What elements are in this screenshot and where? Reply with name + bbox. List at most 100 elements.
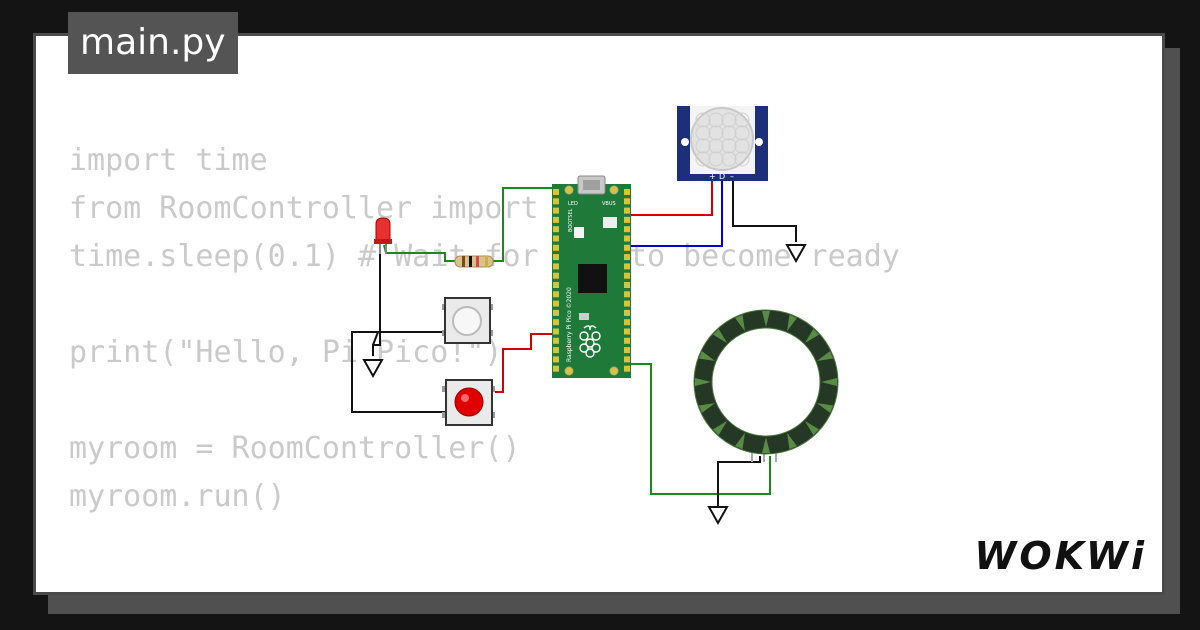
pico-pin [624,235,630,242]
code-line: myroom.run() [69,479,286,514]
pico-pin [553,254,559,261]
wokwi-logo: WOKWi [974,534,1147,578]
pir-facet [734,151,750,167]
pico-pins [553,189,630,372]
neopixel-led [713,420,728,435]
pico-pin [553,272,559,279]
pico-pin [624,347,630,354]
pico-pin [624,291,630,298]
pico-pin [624,207,630,214]
pico-board[interactable]: LED VBUS BOOTSEL Raspberry Pi Pico ©2020 [552,175,631,378]
red-led-icon[interactable] [374,217,392,254]
pico-pin [553,226,559,233]
pico-pin [553,235,559,242]
neopixel-led [804,420,819,435]
pir-facet [734,138,750,154]
pico-pin [624,365,630,372]
pico-pin [553,282,559,288]
ground-symbol-icon [362,359,384,379]
white-pushbutton-icon[interactable] [442,297,493,344]
neopixel-led [816,351,834,361]
neopixel-led [762,437,770,453]
neopixel-led [787,314,797,332]
pico-pin [624,244,630,251]
bootsel-label: BOOTSEL [568,208,574,232]
pir-facet [708,151,724,167]
ground-symbol-icon [707,506,729,526]
pico-pin [553,319,559,326]
pico-pin [624,356,630,363]
pico-pin [624,337,630,344]
pico-pin [553,300,559,307]
pir-plus-label: + [709,172,716,181]
neopixel-led [821,378,837,386]
led-pin-label: LED [568,201,578,207]
pico-pin [624,254,630,261]
pico-pin [553,263,559,270]
pico-pin [624,198,630,205]
ground-symbol-icon [785,244,807,264]
pir-facet [695,112,711,128]
pir-facet [721,125,737,141]
neopixel-pixels [695,311,837,453]
pir-minus-label: – [730,172,734,181]
pir-facet [734,112,750,128]
pico-pin [624,189,630,195]
pir-facet [695,151,711,167]
pir-facet [695,138,711,154]
pico-pin [624,309,630,316]
neopixel-led [787,432,797,450]
code-line: print("Hello, Pi Pico!") [69,335,503,370]
red-pushbutton-icon[interactable] [442,379,495,426]
pico-pin [553,207,559,214]
pir-facet [734,125,750,141]
pico-pin [624,300,630,307]
neopixel-led [735,432,745,450]
neopixel-led [713,329,728,344]
pir-facet [708,112,724,128]
pico-pin [624,319,630,326]
vbus-pin-label: VBUS [602,201,616,207]
code-line: import time [69,143,268,178]
pir-dome [695,112,750,167]
wires [351,180,797,506]
pico-pin [553,198,559,205]
neopixel-led [816,403,834,413]
neopixel-led [698,351,716,361]
neopixel-led [695,378,711,386]
pir-facet [708,138,724,154]
pico-pin [553,356,559,363]
pir-d-label: D [719,172,725,181]
pir-facet [721,112,737,128]
pir-facet [721,151,737,167]
pico-pin [553,328,559,335]
pico-pin [624,328,630,335]
pico-pin [624,282,630,288]
code-line: time.sleep(0.1) # Wait for USB to become… [69,239,900,274]
neopixel-led [762,311,770,327]
pico-pin [553,189,559,195]
pico-pin [553,337,559,344]
neopixel-led [804,329,819,344]
resistor-icon[interactable] [454,255,494,268]
pico-pin [624,226,630,233]
pico-pin [553,309,559,316]
pico-pin [553,365,559,372]
board-label: Raspberry Pi Pico ©2020 [566,287,573,362]
neopixel-ring-icon[interactable] [693,309,839,455]
file-tab[interactable]: main.py [68,12,238,74]
pico-pin [553,347,559,354]
pir-motion-sensor-icon[interactable]: + D – [677,106,768,181]
pir-facet [708,125,724,141]
pico-pin [624,216,630,223]
code-line: myroom = RoomController() [69,431,521,466]
pico-pin [553,244,559,251]
pico-pin [624,263,630,270]
raspberry-logo-icon [579,325,601,358]
neopixel-led [698,403,716,413]
pico-pin [553,216,559,223]
pico-pin [624,272,630,279]
pico-pin [553,291,559,298]
pir-facet [695,125,711,141]
